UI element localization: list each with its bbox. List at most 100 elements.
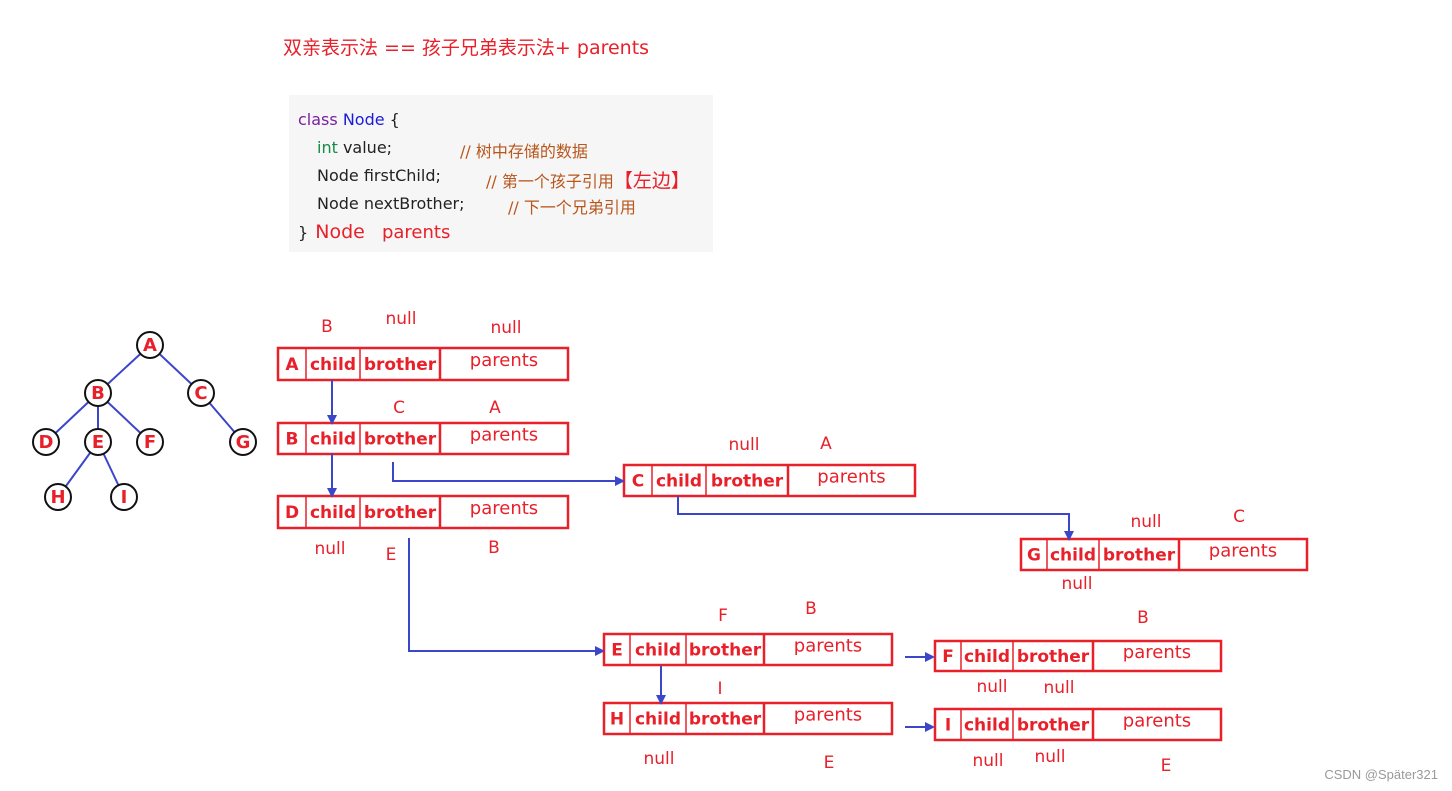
record-H-parents-field: parents [794,705,862,726]
record-D-frame [276,494,570,530]
note-I-child: null [973,751,1004,771]
record-E-parents-field: parents [794,636,862,657]
record-H-child-field: child [635,710,681,730]
code-int-type: int [317,138,338,157]
annotations: B null null C A null E B null A null C n… [315,309,1245,776]
code-line-3: Node firstChild; // 第一个孩子引用【左边】 [317,166,712,192]
tree-node-B: B [84,379,112,407]
code-value-field: value; [342,138,393,157]
arrow-D-brother-to-E [408,538,605,656]
code-open-brace: { [389,110,400,129]
code-class-name: Node [342,110,385,129]
code-comment-value: // 树中存储的数据 [460,142,588,161]
note-A-parents: null [491,318,522,338]
note-A-child: B [321,317,333,337]
code-comment-firstchild-text: // 第一个孩子引用 [486,172,614,191]
code-line-4: Node nextBrother; // 下一个兄弟引用 [317,194,707,217]
code-line-2: int value; // 树中存储的数据 [317,138,707,161]
arrow-C-child-to-G [677,496,1074,541]
code-firstchild-field: Node firstChild; [317,166,441,185]
record-B-name-field: B [286,430,299,450]
record-F-brother-field: brother [1017,647,1090,667]
record-G-brother-field: brother [1103,546,1176,566]
note-B-brother: C [393,398,405,418]
note-A-brother: null [386,309,417,329]
record-F-frame [933,639,1223,673]
tree-node-G: G [229,428,257,456]
page-title: 双亲表示法 == 孩子兄弟表示法+ parents [283,37,650,59]
record-B-parents-field: parents [470,425,538,446]
code-comment-firstchild: // 第一个孩子引用【左边】 [486,166,690,193]
record-F-child-field: child [964,647,1010,667]
record-E-brother-field: brother [689,641,762,661]
note-F-brother: null [1044,678,1075,698]
record-I-name-field: I [945,716,951,736]
record-A-frame [276,346,570,382]
record-C-brother-field: brother [711,472,784,492]
note-D-child: null [315,539,346,559]
record-H-name-field: H [610,710,624,730]
watermark: CSDN @Später321 [1324,767,1438,782]
record-C-parents-field: parents [817,467,885,488]
tree-node-D: D [32,428,60,456]
record-G-child-field: child [1050,546,1096,566]
tree-node-H: H [44,483,72,511]
code-line-5: } Node parents [298,221,450,243]
arrow-B-brother-to-C [392,462,625,486]
tree-node-E-label: E [92,432,104,453]
note-G-child: null [1062,574,1093,594]
note-F-parents: B [1137,608,1149,628]
record-D-parents-field: parents [470,498,538,519]
tree-node-B-label: B [91,383,105,404]
record-E-child-field: child [635,641,681,661]
code-comment-nextbrother: // 下一个兄弟引用 [508,198,636,217]
record-A-parents-field: parents [470,350,538,371]
note-C-brother: null [729,435,760,455]
record-C-child-field: child [656,472,702,492]
tree-node-H-label: H [50,487,65,508]
note-D-parents: B [488,538,500,558]
record-D-child-field: child [310,503,356,523]
record-A-child-field: child [310,355,356,375]
code-nextbrother-field: Node nextBrother; [317,194,465,213]
tree-node-I-label: I [121,487,128,508]
record-B-brother-field: brother [364,430,437,450]
record-I-child-field: child [964,716,1010,736]
note-G-brother: null [1131,512,1162,532]
note-I-parents: E [1161,756,1172,776]
note-B-parents: A [489,398,501,418]
record-A-name-field: A [285,355,299,375]
note-H-child: null [644,749,675,769]
note-E-parents: B [805,599,817,619]
tree-node-F-label: F [144,432,156,453]
record-C-name-field: C [632,472,644,492]
tree-node-A: A [136,331,164,359]
tree-node-C: C [187,379,215,407]
note-E-brother: F [718,606,728,626]
record-G-parents-field: parents [1209,541,1277,562]
record-I-frame [933,707,1223,742]
tree-node-A-label: A [143,335,157,356]
note-G-parents: C [1233,507,1245,527]
record-B-frame [276,421,570,456]
record-B-child-field: child [310,430,356,450]
tree-node-C-label: C [194,383,207,404]
code-class-keyword: class [298,110,338,129]
record-E-name-field: E [611,641,623,661]
code-line-1: class Node { [298,110,400,129]
record-G-name-field: G [1027,546,1041,566]
tree-node-F: F [136,428,164,456]
record-F-parents-field: parents [1123,642,1191,663]
note-D-brother: E [386,545,397,565]
tree-edges [45,344,244,498]
note-H-parents: E [824,753,835,773]
code-annot-node: Node [315,221,365,243]
